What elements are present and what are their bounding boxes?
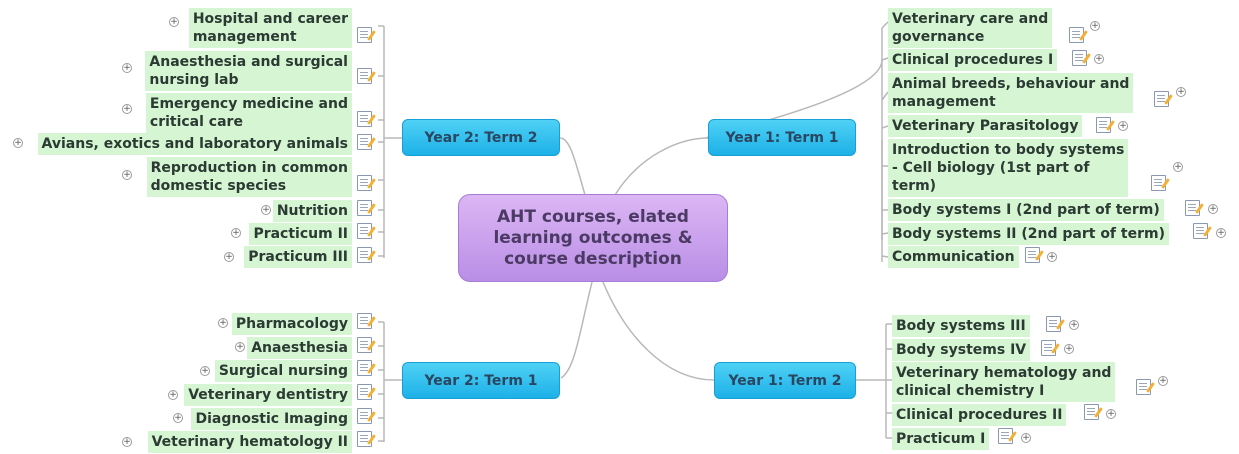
subtopic-y2t2-1[interactable]: Hospital and career management [188, 8, 352, 48]
subtopic-y2t1-3[interactable]: Surgical nursing [214, 360, 352, 382]
note-icon[interactable] [357, 337, 372, 353]
bracket-y2t1 [378, 321, 402, 442]
plus-icon[interactable]: + [122, 437, 132, 447]
subtopic-y1t2-3[interactable]: Veterinary hematology and clinical chemi… [892, 362, 1116, 402]
note-icon[interactable] [1072, 50, 1087, 66]
topic-year2-term1[interactable]: Year 2: Term 1 [402, 362, 560, 399]
note-icon[interactable] [1041, 340, 1056, 356]
plus-icon[interactable]: + [1094, 54, 1104, 64]
subtopic-y2t2-2[interactable]: Anaesthesia and surgical nursing lab [145, 51, 352, 91]
subtopic-y2t2-8[interactable]: Practicum III [244, 246, 352, 268]
note-icon[interactable] [357, 223, 372, 239]
note-icon[interactable] [357, 384, 372, 400]
plus-icon[interactable]: + [1090, 21, 1100, 31]
plus-icon[interactable]: + [1064, 344, 1074, 354]
subtopic-y1t2-5[interactable]: Practicum I [892, 428, 990, 450]
subtopic-y1t1-6[interactable]: Body systems I (2nd part of term) [888, 199, 1164, 221]
subtopic-y2t2-6[interactable]: Nutrition [272, 200, 352, 222]
topic-year1-term1[interactable]: Year 1: Term 1 [708, 119, 856, 156]
plus-icon[interactable]: + [218, 318, 228, 328]
note-icon[interactable] [1154, 91, 1169, 107]
plus-icon[interactable]: + [1118, 121, 1128, 131]
subtopic-y1t1-5[interactable]: Introduction to body systems - Cell biol… [888, 139, 1129, 197]
plus-icon[interactable]: + [1106, 409, 1116, 419]
note-icon[interactable] [1069, 27, 1084, 43]
note-icon[interactable] [357, 360, 372, 376]
plus-icon[interactable]: + [169, 17, 179, 27]
subtopic-y2t2-4[interactable]: Avians, exotics and laboratory animals [37, 133, 352, 155]
note-icon[interactable] [357, 111, 372, 127]
plus-icon[interactable]: + [231, 228, 241, 238]
connector-y2t1 [560, 281, 593, 379]
connector-y1t2 [602, 281, 715, 381]
connector-y2t2 [559, 137, 586, 196]
subtopic-y2t1-4[interactable]: Veterinary dentistry [184, 384, 352, 406]
subtopic-y2t2-5[interactable]: Reproduction in common domestic species [146, 157, 352, 197]
note-icon[interactable] [1193, 223, 1208, 239]
subtopic-y1t1-4[interactable]: Veterinary Parasitology [888, 115, 1083, 137]
note-icon[interactable] [1151, 175, 1166, 191]
note-icon[interactable] [998, 428, 1013, 444]
subtopic-y2t1-2[interactable]: Anaesthesia [247, 337, 352, 359]
subtopic-y1t1-1[interactable]: Veterinary care and governance [888, 8, 1053, 48]
note-icon[interactable] [357, 313, 372, 329]
subtopic-y2t1-5[interactable]: Diagnostic Imaging [191, 408, 352, 430]
plus-icon[interactable]: + [122, 170, 132, 180]
plus-icon[interactable]: + [168, 390, 178, 400]
note-icon[interactable] [357, 27, 372, 43]
central-topic[interactable]: AHT courses, elated learning outcomes & … [458, 194, 728, 282]
plus-icon[interactable]: + [173, 413, 183, 423]
subtopic-y2t1-6[interactable]: Veterinary hematology II [147, 431, 352, 453]
subtopic-y2t2-3[interactable]: Emergency medicine and critical care [145, 93, 352, 133]
plus-icon[interactable]: + [1176, 87, 1186, 97]
note-icon[interactable] [357, 134, 372, 150]
plus-icon[interactable]: + [13, 138, 23, 148]
bracket-y2t2 [378, 25, 402, 258]
note-icon[interactable] [1136, 379, 1151, 395]
subtopic-y2t1-1[interactable]: Pharmacology [231, 313, 352, 335]
note-icon[interactable] [357, 200, 372, 216]
note-icon[interactable] [1084, 404, 1099, 420]
plus-icon[interactable]: + [122, 104, 132, 114]
note-icon[interactable] [357, 247, 372, 263]
note-icon[interactable] [357, 408, 372, 424]
note-icon[interactable] [357, 68, 372, 84]
plus-icon[interactable]: + [1208, 204, 1218, 214]
note-icon[interactable] [1096, 117, 1111, 133]
ticks-y1t1 [881, 21, 889, 262]
plus-icon[interactable]: + [261, 205, 271, 215]
plus-icon[interactable]: + [235, 342, 245, 352]
subtopic-y1t1-2[interactable]: Clinical procedures I [888, 49, 1058, 71]
subtopic-y1t1-8[interactable]: Communication [888, 246, 1019, 268]
note-icon[interactable] [1046, 316, 1061, 332]
subtopic-y2t2-7[interactable]: Practicum II [249, 223, 352, 245]
topic-year2-term2[interactable]: Year 2: Term 2 [402, 119, 560, 156]
plus-icon[interactable]: + [1069, 320, 1079, 330]
subtopic-y1t2-2[interactable]: Body systems IV [892, 339, 1031, 361]
note-icon[interactable] [357, 175, 372, 191]
subtopic-y1t2-4[interactable]: Clinical procedures II [892, 404, 1067, 426]
plus-icon[interactable]: + [224, 252, 234, 262]
topic-year1-term2[interactable]: Year 1: Term 2 [714, 362, 856, 399]
connector-y1t1 [614, 137, 709, 196]
note-icon[interactable] [357, 431, 372, 447]
bracket-y1t2 [856, 323, 892, 439]
plus-icon[interactable]: + [1021, 433, 1031, 443]
subtopic-y1t1-7[interactable]: Body systems II (2nd part of term) [888, 223, 1169, 245]
subtopic-y1t1-3[interactable]: Animal breeds, behaviour and management [888, 73, 1134, 113]
plus-icon[interactable]: + [1173, 162, 1183, 172]
subtopic-y1t2-1[interactable]: Body systems III [892, 315, 1030, 337]
note-icon[interactable] [1185, 200, 1200, 216]
plus-icon[interactable]: + [1216, 228, 1226, 238]
plus-icon[interactable]: + [122, 63, 132, 73]
plus-icon[interactable]: + [1047, 252, 1057, 262]
note-icon[interactable] [1025, 247, 1040, 263]
plus-icon[interactable]: + [1158, 376, 1168, 386]
plus-icon[interactable]: + [200, 366, 210, 376]
